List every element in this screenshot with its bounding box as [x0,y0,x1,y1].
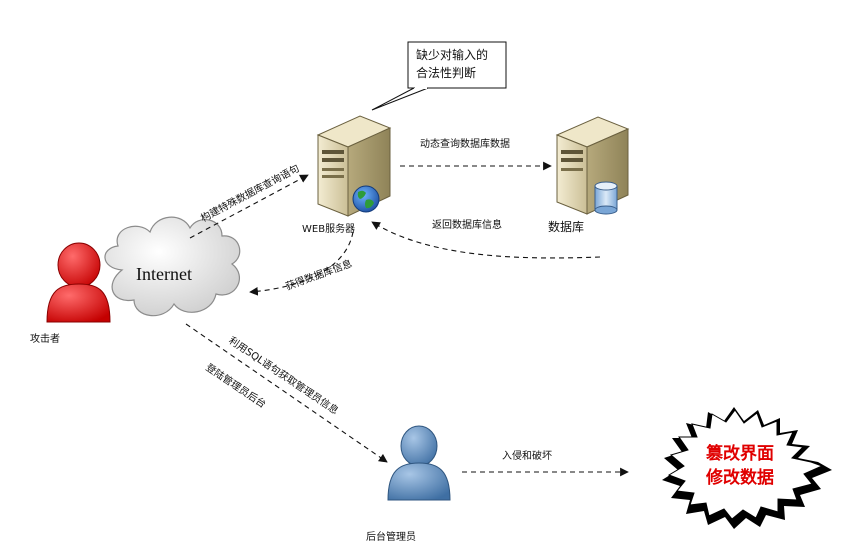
edge-label-login-admin: 登陆管理员后台 [203,361,268,411]
edge-label-return-info: 返回数据库信息 [432,218,502,231]
callout-note: 缺少对输入的 合法性判断 [371,41,507,111]
database-label: 数据库 [548,219,584,234]
edge-get-info: 获得数据库信息 [249,231,354,296]
admin-label: 后台管理员 [366,530,416,543]
internet-cloud-icon [104,216,241,317]
edge-invade: 入侵和破坏 [462,449,629,477]
web-server-label: WEB服务器 [302,222,355,235]
edge-label-invade: 入侵和破坏 [502,449,552,462]
edge-label-build-query: 构建特殊数据库查询语句 [198,162,301,225]
internet-label: Internet [136,264,192,284]
edge-dynamic-query: 动态查询数据库数据 [400,137,552,171]
burst-line2: 修改数据 [705,467,774,488]
edge-label-dynamic-query: 动态查询数据库数据 [420,137,510,150]
burst-shape [662,407,832,529]
web-server-icon [316,115,392,217]
callout-line2: 合法性判断 [416,65,476,80]
edge-label-get-info: 获得数据库信息 [284,257,354,293]
callout-line1: 缺少对输入的 [416,47,488,62]
burst-line1: 篡改界面 [706,443,774,464]
globe-icon [352,185,380,213]
edge-to-admin: 利用SQL语句获取管理员信息 登陆管理员后台 [185,323,388,463]
database-server-icon [555,116,630,215]
attacker-label: 攻击者 [30,332,60,345]
database-cylinder-icon [594,181,618,215]
attacker-person-icon [46,242,111,323]
edge-label-sql-admin: 利用SQL语句获取管理员信息 [226,334,341,417]
admin-person-icon [387,425,451,501]
edge-return-info: 返回数据库信息 [371,218,601,259]
